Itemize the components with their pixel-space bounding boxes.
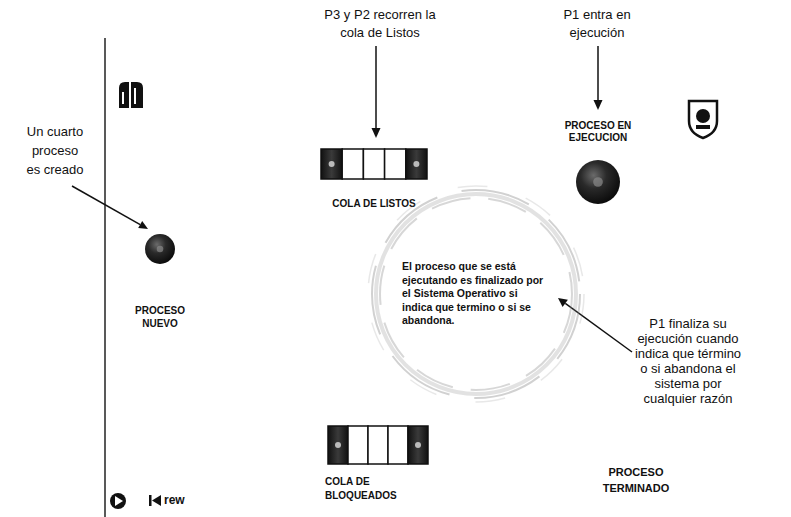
process-mark: [157, 246, 164, 253]
swirl-ring: [376, 194, 576, 394]
logo-part: [123, 88, 135, 104]
queue-cell: [406, 149, 427, 179]
play-button: [110, 493, 126, 509]
logo-left: [119, 82, 143, 108]
queue-cell: [342, 149, 363, 179]
callout-text: Un cuarto proceso es creado: [24, 122, 86, 179]
process-token: [335, 442, 341, 448]
ready-queue: COLA DE LISTOS: [318, 148, 430, 210]
blocked-queue: COLA DE BLOQUEADOS: [325, 425, 431, 503]
leader-arrow: [372, 46, 381, 138]
callout-text: P1 finaliza su ejecución cuando indica q…: [632, 316, 744, 406]
process-ball: [145, 234, 175, 264]
new-process: PROCESO NUEVO: [125, 232, 195, 330]
logo-part: [696, 109, 710, 123]
blocked-queue-shape: [325, 425, 431, 465]
logo-part: [131, 82, 143, 108]
play-triangle: [115, 496, 123, 506]
leader-arrow: [72, 186, 148, 229]
button-label: rew: [164, 493, 185, 508]
leader-line: [375, 46, 377, 128]
arrowhead: [594, 100, 603, 110]
queue-cell: [368, 426, 388, 464]
node-text: COLA DE BLOQUEADOS: [325, 475, 400, 503]
process-token: [415, 442, 421, 448]
running-process-shape: [553, 158, 643, 206]
node-text: El proceso que se está ejecutando es fin…: [402, 260, 550, 328]
leader-line: [72, 186, 140, 225]
ready-queue-shape: [318, 148, 430, 180]
callout-text: P3 y P2 recorren la cola de Listos: [322, 6, 438, 42]
os-circle: El proceso que se está ejecutando es fin…: [356, 174, 596, 414]
rewind-icon: [149, 495, 161, 506]
leader-arrow: [594, 46, 603, 110]
queue-cell: [408, 426, 428, 464]
process-ball: [576, 160, 620, 204]
play-circle: [110, 493, 126, 509]
process-token: [329, 161, 335, 167]
panel-divider: [104, 38, 106, 517]
queue-cell: [321, 149, 342, 179]
arrowhead: [558, 298, 568, 307]
queue-cell: [328, 426, 348, 464]
node-text: PROCESO NUEVO: [130, 304, 190, 330]
arrowhead: [138, 221, 148, 229]
rewind-triangle: [152, 495, 161, 506]
arrowhead: [372, 128, 381, 138]
swirl-ring: [380, 198, 572, 390]
queue-cell: [363, 149, 384, 179]
queue-cell: [348, 426, 368, 464]
rewind-bar: [149, 495, 152, 506]
state-label: PROCESO TERMINADO: [596, 464, 676, 496]
new-process-shape: [125, 232, 195, 266]
running-process: PROCESO EN EJECUCION: [553, 120, 643, 206]
node-text: COLA DE LISTOS: [318, 198, 430, 210]
swirl-ring: [372, 190, 580, 398]
process-mark: [593, 177, 603, 187]
queue-cell: [385, 149, 406, 179]
logo-shield: [689, 101, 717, 138]
node-text: PROCESO EN EJECUCION: [558, 120, 638, 144]
logo-part: [696, 125, 710, 129]
queue-cell: [388, 426, 408, 464]
leader-line: [597, 46, 599, 100]
process-token: [413, 161, 419, 167]
callout-text: P1 entra en ejecución: [556, 6, 638, 42]
swirl-ring: [368, 186, 584, 402]
logo-right: [689, 101, 717, 138]
